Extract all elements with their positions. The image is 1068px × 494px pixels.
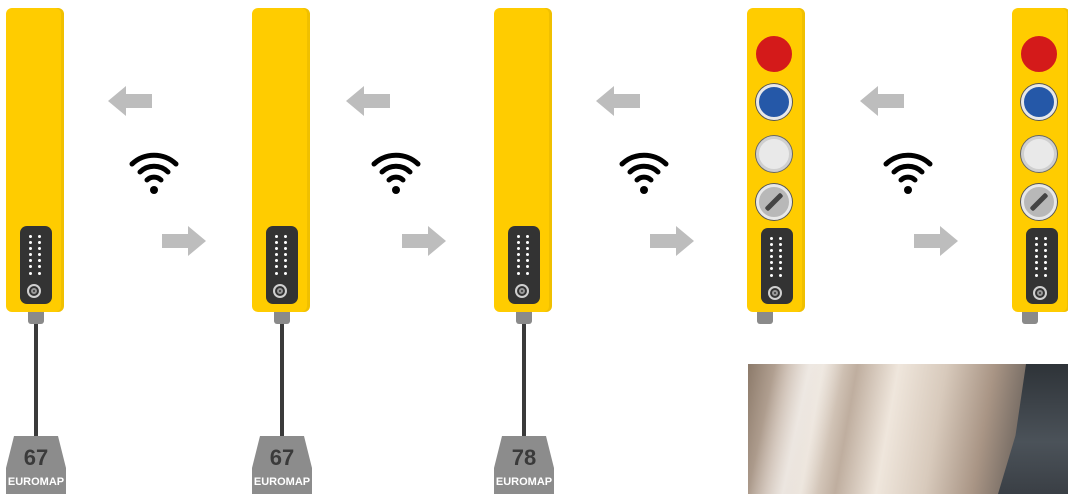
status-knob <box>515 284 529 298</box>
led-panel <box>508 226 540 304</box>
blue-button[interactable] <box>1021 84 1057 120</box>
white-button[interactable] <box>756 136 792 172</box>
connector-number: 67 <box>270 445 294 470</box>
wifi-icon <box>882 150 934 196</box>
euromap-connector: 78 EUROMAP <box>488 432 560 494</box>
cable-plug <box>274 312 290 324</box>
status-knob <box>768 286 782 300</box>
cable-plug <box>1022 312 1038 324</box>
white-button[interactable] <box>1021 136 1057 172</box>
blue-button[interactable] <box>756 84 792 120</box>
status-knob <box>27 284 41 298</box>
arrow-left-icon <box>860 86 904 116</box>
euromap-connector: 67 EUROMAP <box>0 432 72 494</box>
cable-plug <box>757 312 773 324</box>
arrow-left-icon <box>108 86 152 116</box>
connector-number: 67 <box>24 445 48 470</box>
device-2-wired-67: 67 EUROMAP <box>252 0 312 494</box>
cable-plug <box>516 312 532 324</box>
led-panel <box>1026 228 1058 304</box>
device-3-wired-78: 78 EUROMAP <box>494 0 554 494</box>
cable <box>522 324 526 442</box>
status-knob <box>273 284 287 298</box>
arrow-right-icon <box>650 226 694 256</box>
led-panel <box>761 228 793 304</box>
status-knob <box>1033 286 1047 300</box>
arrow-right-icon <box>402 226 446 256</box>
wifi-icon <box>618 150 670 196</box>
led-panel <box>20 226 52 304</box>
device-1-wired-67: 67 EUROMAP <box>6 0 66 494</box>
selector-switch-icon[interactable] <box>756 184 792 220</box>
emergency-stop-button[interactable] <box>756 36 792 72</box>
cable <box>34 324 38 442</box>
arrow-right-icon <box>914 226 958 256</box>
connector-brand: EUROMAP <box>496 476 552 488</box>
wifi-icon <box>128 150 180 196</box>
machine-photo <box>748 364 1068 494</box>
connector-brand: EUROMAP <box>8 476 64 488</box>
wifi-icon <box>370 150 422 196</box>
arrow-right-icon <box>162 226 206 256</box>
connector-number: 78 <box>512 445 536 470</box>
selector-switch-icon[interactable] <box>1021 184 1057 220</box>
euromap-connector: 67 EUROMAP <box>246 432 318 494</box>
led-panel <box>266 226 298 304</box>
arrow-left-icon <box>596 86 640 116</box>
emergency-stop-button[interactable] <box>1021 36 1057 72</box>
cable <box>280 324 284 442</box>
connector-brand: EUROMAP <box>254 476 310 488</box>
arrow-left-icon <box>346 86 390 116</box>
cable-plug <box>28 312 44 324</box>
